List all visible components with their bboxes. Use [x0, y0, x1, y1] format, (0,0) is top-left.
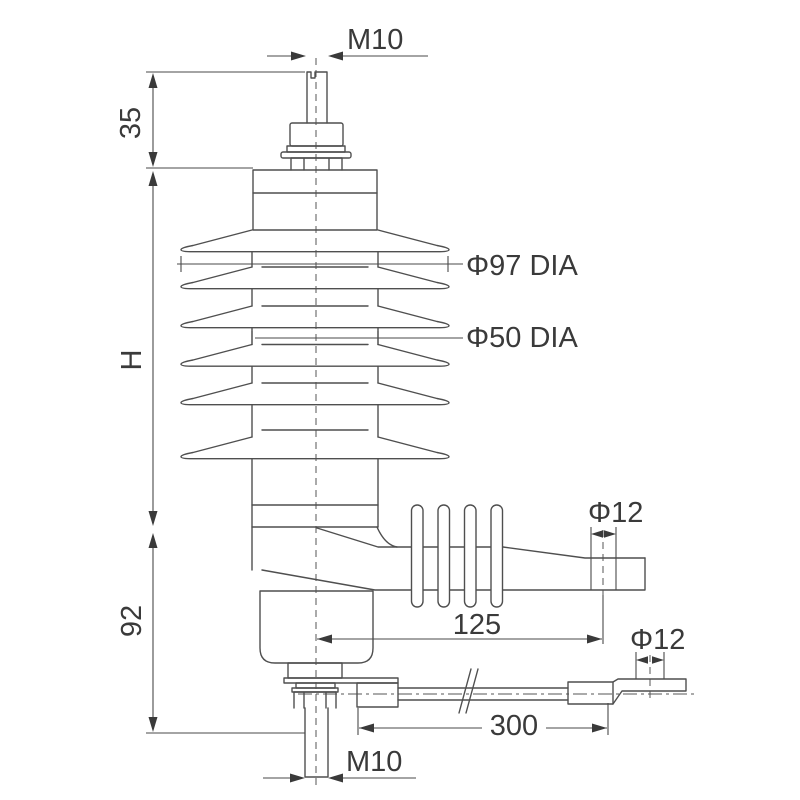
dim-125: 125 — [317, 595, 604, 644]
arrowhead — [328, 51, 343, 61]
shed-4 — [180, 343, 450, 367]
mounting-plate — [283, 677, 399, 684]
top-hex-nut — [290, 157, 343, 171]
top-stud-outline — [306, 71, 328, 124]
dim-m10-bottom: M10 — [263, 746, 416, 783]
label-h: H — [116, 350, 148, 371]
label-phi12-strap: Φ12 — [630, 624, 685, 656]
dim-phi12-arm: Φ12 — [588, 497, 643, 590]
arm-end-and-bottom — [261, 557, 646, 591]
dim-35: 35 — [115, 71, 305, 169]
shed-2 — [180, 266, 450, 290]
arm-rib-2 — [437, 504, 451, 608]
dim-92: 92 — [116, 533, 305, 734]
label-92: 92 — [116, 605, 148, 637]
label-m10-bottom: M10 — [346, 746, 402, 778]
dim-phi12-strap: Φ12 — [630, 624, 685, 679]
dim-h: H — [116, 171, 158, 526]
shed-5 — [180, 382, 450, 406]
disconnector-arm — [261, 504, 646, 608]
bottom-stud — [304, 707, 329, 778]
label-phi50: Φ50 DIA — [466, 322, 578, 354]
top-terminal-stud — [280, 71, 352, 171]
flange-body — [252, 169, 378, 231]
dim-phi97: Φ97 DIA — [177, 250, 578, 282]
mounting-strap — [356, 668, 687, 714]
dimensions: M10 35 H 92 Φ97 DIA — [115, 24, 685, 783]
label-backing — [482, 711, 546, 736]
housing-dividers — [251, 504, 379, 528]
label-125: 125 — [453, 609, 501, 641]
arm-corner — [376, 526, 398, 548]
shed-1 — [180, 229, 450, 253]
label-phi97: Φ97 DIA — [466, 250, 578, 282]
arm-rib-3 — [463, 504, 477, 608]
bottom-neck — [287, 662, 343, 679]
shed-6 — [180, 436, 450, 460]
bottom-terminal — [259, 590, 399, 778]
dim-300: 300 — [357, 703, 609, 742]
strap-right-block — [567, 681, 614, 705]
shed-seam-lines — [261, 266, 369, 431]
strap-break-symbol — [458, 668, 479, 714]
strap-end-strip — [612, 678, 687, 705]
arm-rib-1 — [410, 504, 424, 608]
label-35: 35 — [115, 107, 147, 139]
dim-m10-top: M10 — [267, 24, 428, 61]
weather-sheds — [180, 229, 450, 571]
label-300: 300 — [490, 710, 538, 742]
label-m10-top: M10 — [347, 24, 403, 56]
centerlines — [298, 58, 698, 788]
dim-phi50: Φ50 DIA — [251, 322, 578, 354]
bottom-bell — [259, 590, 374, 664]
bottom-hex-nut — [293, 691, 337, 709]
strap-left-block — [356, 682, 399, 708]
shed-3 — [180, 305, 450, 329]
strap-bar — [397, 687, 569, 701]
upper-flange — [252, 169, 378, 231]
arrowhead — [291, 51, 306, 61]
label-phi12-arm: Φ12 — [588, 497, 643, 529]
arm-rib-4 — [490, 504, 504, 608]
